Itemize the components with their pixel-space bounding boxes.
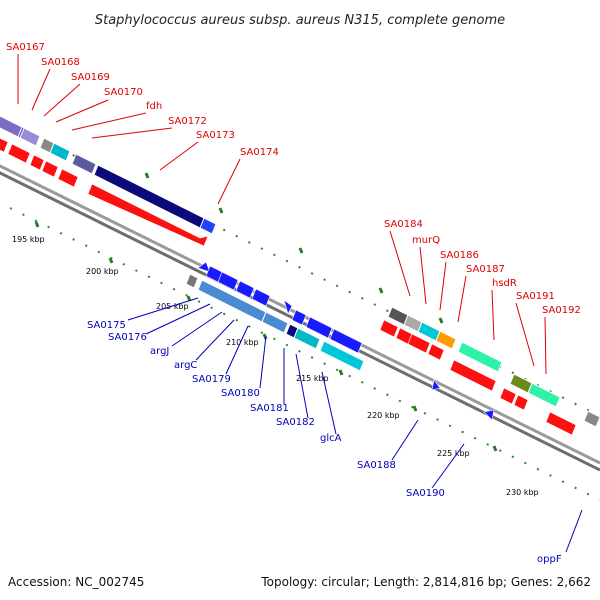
leader-line [55,99,109,123]
topology-text: Topology: circular; Length: 2,814,816 bp… [260,575,591,589]
gene-label: SA0181 [250,403,289,414]
leader-line [295,353,309,419]
leader-line [159,141,199,171]
gene-label: SA0192 [542,305,581,316]
forward-feature-blocks [0,114,600,428]
gene-label: fdh [146,101,162,112]
scale-label: 195 kbp [12,235,45,244]
gene-label: SA0174 [240,147,279,158]
gene-label: SA0186 [440,250,479,261]
gene-block [0,115,23,138]
reverse-gene-labels: SA0175 SA0176 argJ argC SA0179 SA0180 SA… [87,297,583,565]
gene-label: SA0167 [6,42,45,53]
gene-block [185,273,199,289]
scale-label: 230 kbp [506,488,539,497]
leader-line [457,275,467,323]
leader-line [43,83,81,117]
gene-label: argC [174,360,197,371]
leader-line [419,246,427,305]
gene-label: SA0172 [168,116,207,127]
scale-label: 210 kbp [226,338,259,347]
scale-major-ticks [34,172,498,452]
leader-line [171,311,223,347]
reverse-arrows [197,261,495,421]
gene-block [49,142,71,162]
gene-block [527,382,561,408]
gene-block [261,311,289,334]
leader-line [31,68,51,111]
gene-block [319,340,365,372]
leader-line [225,325,249,375]
scale-label: 220 kbp [367,411,400,420]
gene-block [583,410,600,428]
leader-line [195,319,235,361]
leader-line [91,127,173,139]
gene-label: SA0191 [516,291,555,302]
scale-ticks [9,123,600,501]
leader-line [515,302,535,367]
reverse-feature-blocks [185,273,365,372]
gene-block [71,153,97,175]
leader-line [321,371,337,435]
gene-label: SA0180 [221,388,260,399]
gene-label: SA0188 [357,460,396,471]
gene-label: SA0190 [406,488,445,499]
leader-line [431,443,465,489]
leader-line [391,419,419,461]
leader-line [491,289,495,341]
scale-label: 225 kbp [437,449,470,458]
gene-label: SA0176 [108,332,147,343]
map-title: Staphylococcus aureus subsp. aureus N315… [95,13,505,28]
gene-label: SA0187 [466,264,505,275]
gene-label: SA0173 [196,130,235,141]
accession-text: Accession: NC_002745 [8,575,144,589]
gene-label: SA0182 [276,417,315,428]
scale-label: 215 kbp [296,374,329,383]
leader-line [127,297,199,321]
gene-label: hsdR [492,278,517,289]
gene-label: SA0170 [104,87,143,98]
gene-label: SA0175 [87,320,126,331]
gene-label: SA0179 [192,374,231,385]
leader-line [71,112,147,131]
leader-line [389,230,411,297]
gene-block [457,341,503,373]
leader-line [145,303,211,335]
gene-block [435,330,457,350]
gene-label: argJ [150,346,169,357]
gene-label: glcA [320,433,342,444]
gene-label: murQ [412,235,440,246]
leader-line [544,316,547,375]
gene-block [293,327,321,350]
scale-label: 200 kbp [86,267,119,276]
gene-label: oppF [537,554,562,565]
gene-label: SA0184 [384,219,423,230]
gene-label: SA0168 [41,57,80,68]
gene-block [19,127,41,147]
leader-line [565,509,583,553]
forward-gene-labels: SA0167 SA0168 SA0169 SA0170 fdh SA0172 S… [6,42,581,375]
forward-arrows [0,137,577,436]
leader-line [217,158,241,205]
gene-label: SA0169 [71,72,110,83]
leader-line [259,335,267,389]
gene-block [199,217,217,235]
leader-line [439,261,447,311]
